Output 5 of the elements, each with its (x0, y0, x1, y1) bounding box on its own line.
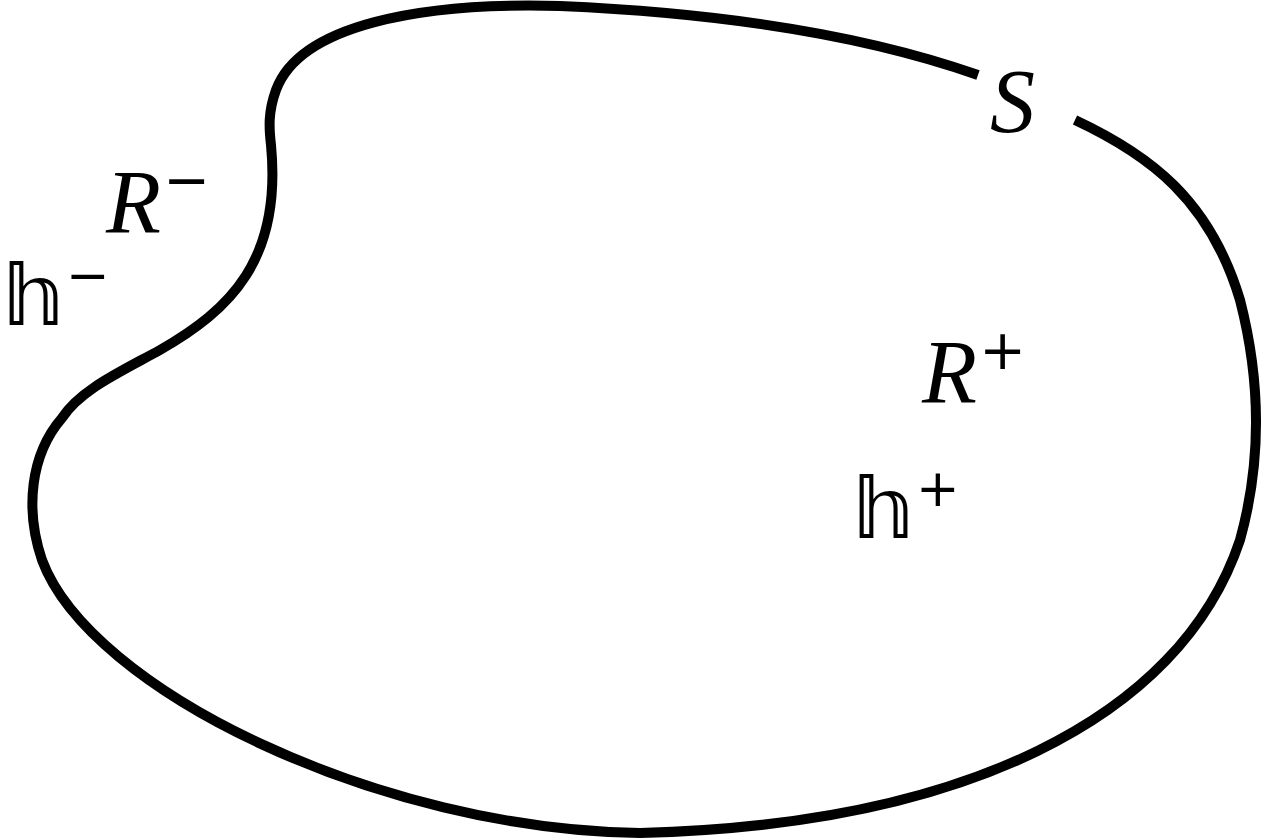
math-symbol-label: 𝕙$^{+}$ (852, 466, 960, 551)
region-label: R$^{−}$ (106, 157, 210, 248)
curve-label: S (990, 56, 1035, 147)
math-symbol-label: 𝕙$^{−}$ (2, 253, 110, 338)
region-label: R$^{+}$ (922, 327, 1026, 418)
